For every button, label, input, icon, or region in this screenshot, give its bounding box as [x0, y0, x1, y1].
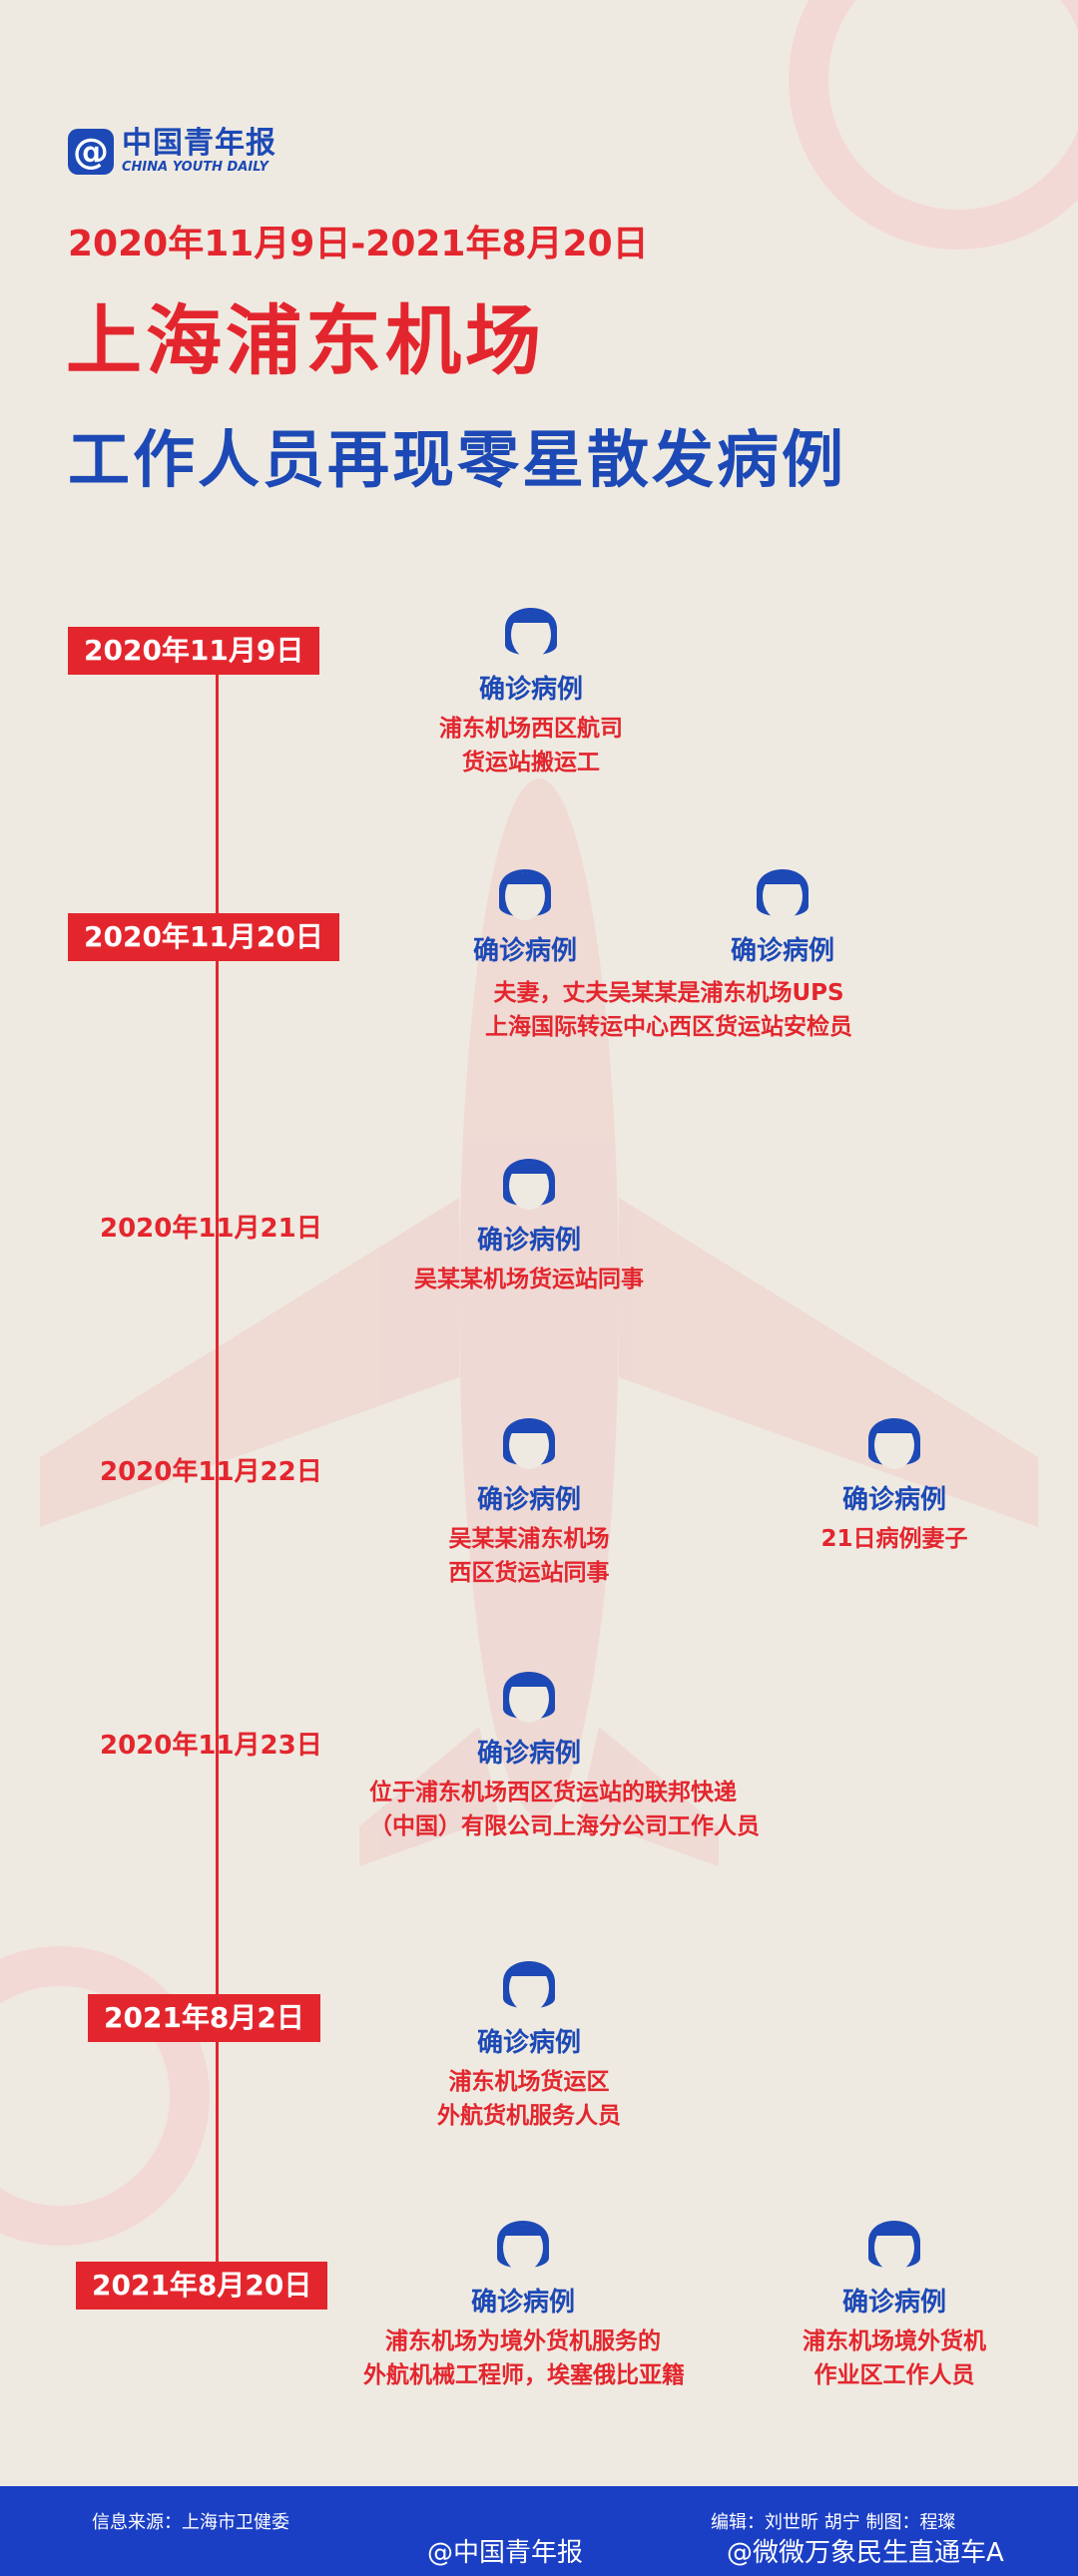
editor-credits: 编辑：刘世昕 胡宁 制图：程璨 — [711, 2512, 956, 2533]
timeline-date: 2020年11月22日 — [100, 1457, 322, 1487]
case-description: 位于浦东机场西区货运站的联邦快递 — [369, 1780, 737, 1805]
person-icon — [497, 2221, 549, 2272]
person-icon — [868, 1418, 920, 1469]
person-icon — [503, 1159, 555, 1210]
timeline-date: 2021年8月2日 — [88, 1994, 320, 2042]
person-icon — [503, 1672, 555, 1723]
case-description: 浦东机场境外货机 — [803, 2328, 986, 2354]
case-title: 确诊病例 — [478, 675, 583, 705]
case-title: 确诊病例 — [470, 2288, 575, 2318]
case-description: 夫妻，丈夫吴某某是浦东机场UPS — [493, 980, 844, 1006]
case-description: 西区货运站同事 — [448, 1560, 610, 1586]
page-title: 上海浦东机场 — [66, 296, 545, 385]
date-range: 2020年11月9日-2021年8月20日 — [68, 224, 649, 264]
timeline-date: 2021年8月20日 — [76, 2262, 328, 2310]
case-description: 上海国际转运中心西区货运站安检员 — [485, 1014, 852, 1040]
case-title: 确诊病例 — [476, 1485, 581, 1515]
page-subtitle: 工作人员再现零星散发病例 — [68, 423, 847, 496]
case-card: 确诊病例 浦东机场货运区 外航货机服务人员 — [369, 1942, 689, 2133]
case-card: 确诊病例 浦东机场为境外货机服务的 外航机械工程师，埃塞俄比亚籍 — [363, 2202, 685, 2392]
case-card: 确诊病例 浦东机场境外货机 作业区工作人员 — [735, 2202, 1054, 2392]
timeline-date: 2020年11月20日 — [68, 913, 339, 961]
timeline-date: 2020年11月21日 — [100, 1214, 322, 1244]
case-card: 确诊病例 21日病例妻子 — [735, 1399, 1054, 1556]
case-title: 确诊病例 — [841, 2288, 946, 2318]
case-title: 确诊病例 — [730, 936, 834, 966]
watermark-weibo: @微微万象民生直通车A — [727, 2538, 1004, 2568]
logo-name-cn: 中国青年报 — [122, 126, 276, 161]
case-title: 确诊病例 — [476, 1226, 581, 1256]
person-icon — [503, 1961, 555, 2012]
case-title: 确诊病例 — [841, 1485, 946, 1515]
person-icon — [499, 869, 551, 920]
case-card: 确诊病例 浦东机场西区航司 货运站搬运工 — [371, 589, 691, 779]
brand-logo: @ 中国青年报 CHINA YOUTH DAILY — [68, 128, 276, 176]
watermark-cyd: @中国青年报 — [427, 2538, 584, 2568]
case-description: 浦东机场货运区 — [448, 2069, 610, 2095]
person-icon — [503, 1418, 555, 1469]
timeline-date: 2020年11月23日 — [100, 1731, 322, 1761]
case-card: 确诊病例 位于浦东机场西区货运站的联邦快递 （中国）有限公司上海分公司工作人员 — [369, 1653, 760, 1843]
case-description: 吴某某浦东机场 — [448, 1526, 610, 1552]
case-card: 确诊病例 — [365, 850, 685, 967]
person-icon — [868, 2221, 920, 2272]
case-description: 作业区工作人员 — [813, 2362, 975, 2388]
virus-decoration-icon — [0, 1946, 210, 2246]
case-description: 吴某某机场货运站同事 — [414, 1267, 644, 1292]
case-description: 浦东机场西区航司 — [439, 716, 623, 742]
footer-bar: 信息来源：上海市卫健委 编辑：刘世昕 胡宁 制图：程璨 @中国青年报 @微微万象… — [0, 2486, 1078, 2576]
person-icon — [757, 869, 808, 920]
case-description: 外航机械工程师，埃塞俄比亚籍 — [363, 2362, 685, 2388]
case-card: 确诊病例 — [623, 850, 942, 967]
info-source: 信息来源：上海市卫健委 — [92, 2512, 289, 2533]
person-icon — [505, 608, 557, 659]
case-description: 货运站搬运工 — [462, 750, 600, 775]
case-title: 确诊病例 — [476, 2028, 581, 2058]
timeline-date: 2020年11月9日 — [68, 627, 320, 675]
logo-mark: @ — [68, 129, 114, 175]
virus-decoration-icon — [789, 0, 1078, 250]
case-description: 外航货机服务人员 — [437, 2103, 621, 2129]
timeline-line — [216, 649, 219, 2296]
case-description: 浦东机场为境外货机服务的 — [385, 2328, 661, 2354]
case-card: 确诊病例 吴某某浦东机场 西区货运站同事 — [369, 1399, 689, 1590]
case-card: 确诊病例 吴某某机场货运站同事 — [369, 1140, 689, 1296]
case-description: （中国）有限公司上海分公司工作人员 — [369, 1813, 760, 1839]
case-title: 确诊病例 — [472, 936, 577, 966]
case-description: 21日病例妻子 — [820, 1526, 968, 1552]
case-title: 确诊病例 — [476, 1739, 581, 1769]
logo-name-en: CHINA YOUTH DAILY — [122, 160, 269, 175]
airplane-silhouette-icon — [40, 778, 1038, 1866]
